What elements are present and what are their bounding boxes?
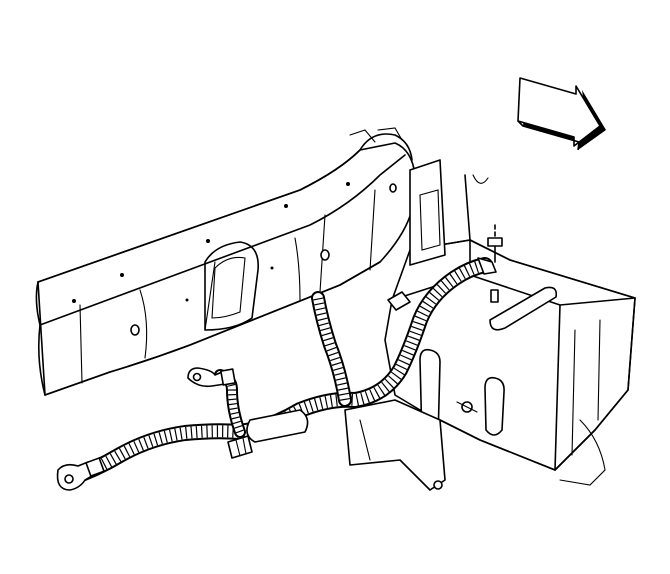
direction-arrow-icon	[517, 77, 606, 151]
frame-hole	[320, 249, 330, 261]
wiring-harness	[56, 257, 497, 491]
bolt-head	[487, 237, 503, 247]
frame-hole	[389, 183, 397, 193]
frame-cross-member	[35, 127, 416, 396]
harness-clip	[477, 257, 497, 275]
frame-hole	[130, 324, 140, 336]
stud	[490, 289, 499, 303]
ring-terminal-lower	[56, 457, 105, 491]
battery-tray-bracket	[344, 159, 636, 491]
ring-terminal-upper	[187, 367, 236, 388]
